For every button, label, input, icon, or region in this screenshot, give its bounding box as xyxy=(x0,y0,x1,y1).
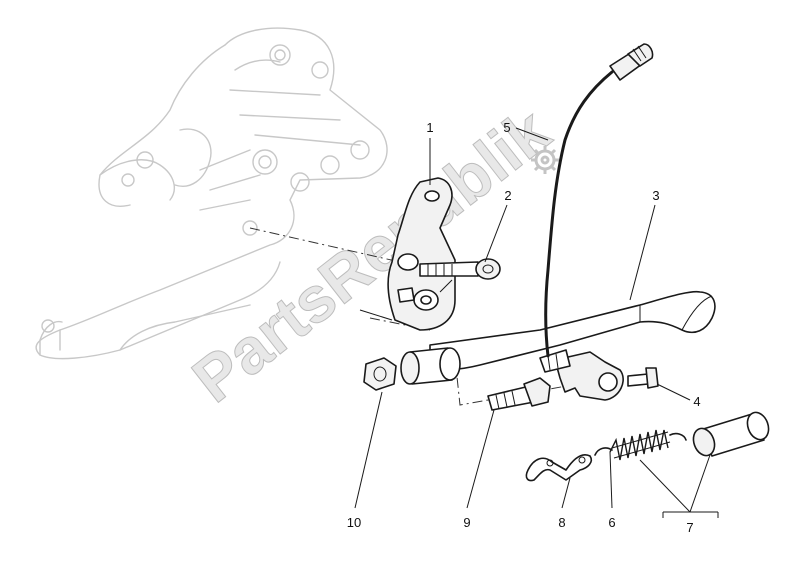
leader-lines xyxy=(354,127,719,518)
callout-2: 2 xyxy=(504,188,511,203)
callout-6: 6 xyxy=(608,515,615,530)
spring-plate xyxy=(525,454,593,482)
side-stand-switch xyxy=(539,349,624,401)
switch-screw xyxy=(627,367,659,389)
return-spring xyxy=(594,429,687,461)
callout-3: 3 xyxy=(652,188,659,203)
side-stand xyxy=(429,290,716,371)
callout-10: 10 xyxy=(347,515,361,530)
pivot-pin xyxy=(487,377,551,411)
callout-8: 8 xyxy=(558,515,565,530)
stand-bracket xyxy=(359,177,456,331)
callout-9: 9 xyxy=(463,515,470,530)
switch-cable xyxy=(544,43,654,358)
pivot-bushing xyxy=(400,347,461,385)
nut xyxy=(363,357,397,391)
callout-1: 1 xyxy=(426,120,433,135)
callout-4: 4 xyxy=(693,394,700,409)
cap-screw xyxy=(419,258,501,280)
callout-labels: 1 2 3 4 5 6 7 8 9 10 xyxy=(347,120,701,535)
spring-sleeve xyxy=(692,411,770,457)
callout-5: 5 xyxy=(503,120,510,135)
gear-icon xyxy=(531,146,559,174)
callout-7: 7 xyxy=(686,520,693,535)
engine-casing-outline xyxy=(35,27,388,360)
